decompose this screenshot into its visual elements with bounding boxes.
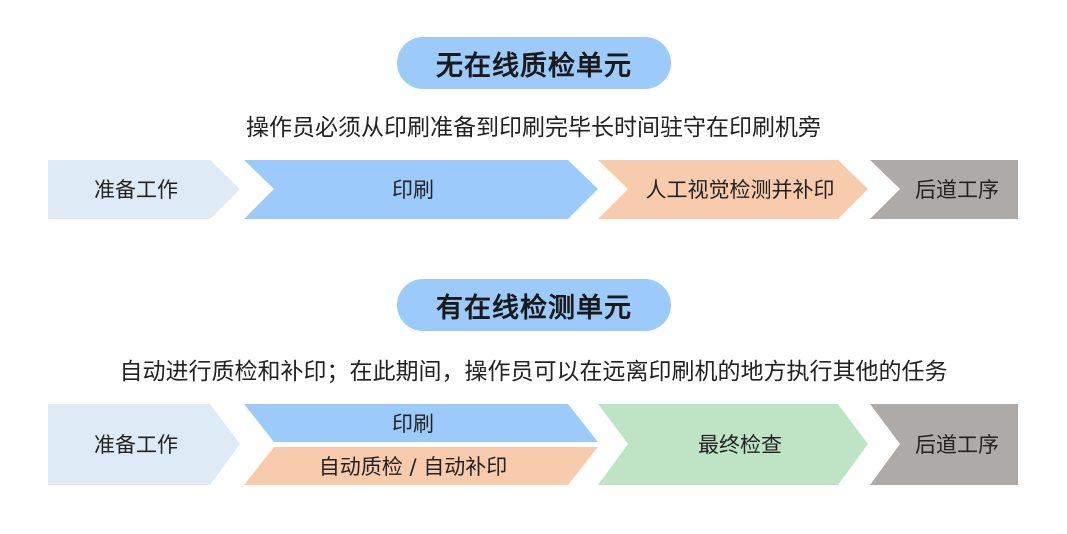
step-prep-shape bbox=[48, 160, 240, 219]
step-prep-shape-2 bbox=[48, 404, 240, 485]
step-print-shape-2 bbox=[244, 404, 598, 442]
step-auto-inspection-label: 自动质检 / 自动补印 bbox=[319, 455, 507, 479]
step-prep-label: 准备工作 bbox=[94, 178, 178, 202]
section-description-without-inspection: 操作员必须从印刷准备到印刷完毕长时间驻守在印刷机旁 bbox=[246, 115, 821, 141]
step-postpress-shape-2 bbox=[870, 404, 1018, 485]
step-final-check-label: 最终检查 bbox=[698, 433, 782, 457]
section-title-without-inspection: 无在线质检单元 bbox=[397, 37, 671, 89]
step-print-label: 印刷 bbox=[392, 178, 434, 202]
step-manual-inspection-shape bbox=[598, 160, 868, 219]
step-manual-inspection-label: 人工视觉检测并补印 bbox=[646, 178, 835, 202]
step-print-label-2: 印刷 bbox=[392, 412, 434, 436]
step-prep-label-2: 准备工作 bbox=[94, 433, 178, 457]
flow-without-inspection: 准备工作 印刷 人工视觉检测并补印 后道工序 bbox=[48, 160, 1018, 219]
step-postpress-label-2: 后道工序 bbox=[915, 433, 999, 457]
step-print-shape bbox=[244, 160, 598, 219]
step-postpress-label: 后道工序 bbox=[915, 178, 999, 202]
section-description-with-inspection: 自动进行质检和补印；在此期间，操作员可以在远离印刷机的地方执行其他的任务 bbox=[119, 359, 948, 385]
step-auto-inspection-shape bbox=[244, 447, 598, 485]
flow-with-inspection: 准备工作 印刷 自动质检 / 自动补印 最终检查 后道工序 bbox=[48, 404, 1018, 485]
section-title-with-inspection: 有在线检测单元 bbox=[397, 279, 671, 331]
step-final-check-shape bbox=[598, 404, 868, 485]
step-postpress-shape bbox=[870, 160, 1018, 219]
